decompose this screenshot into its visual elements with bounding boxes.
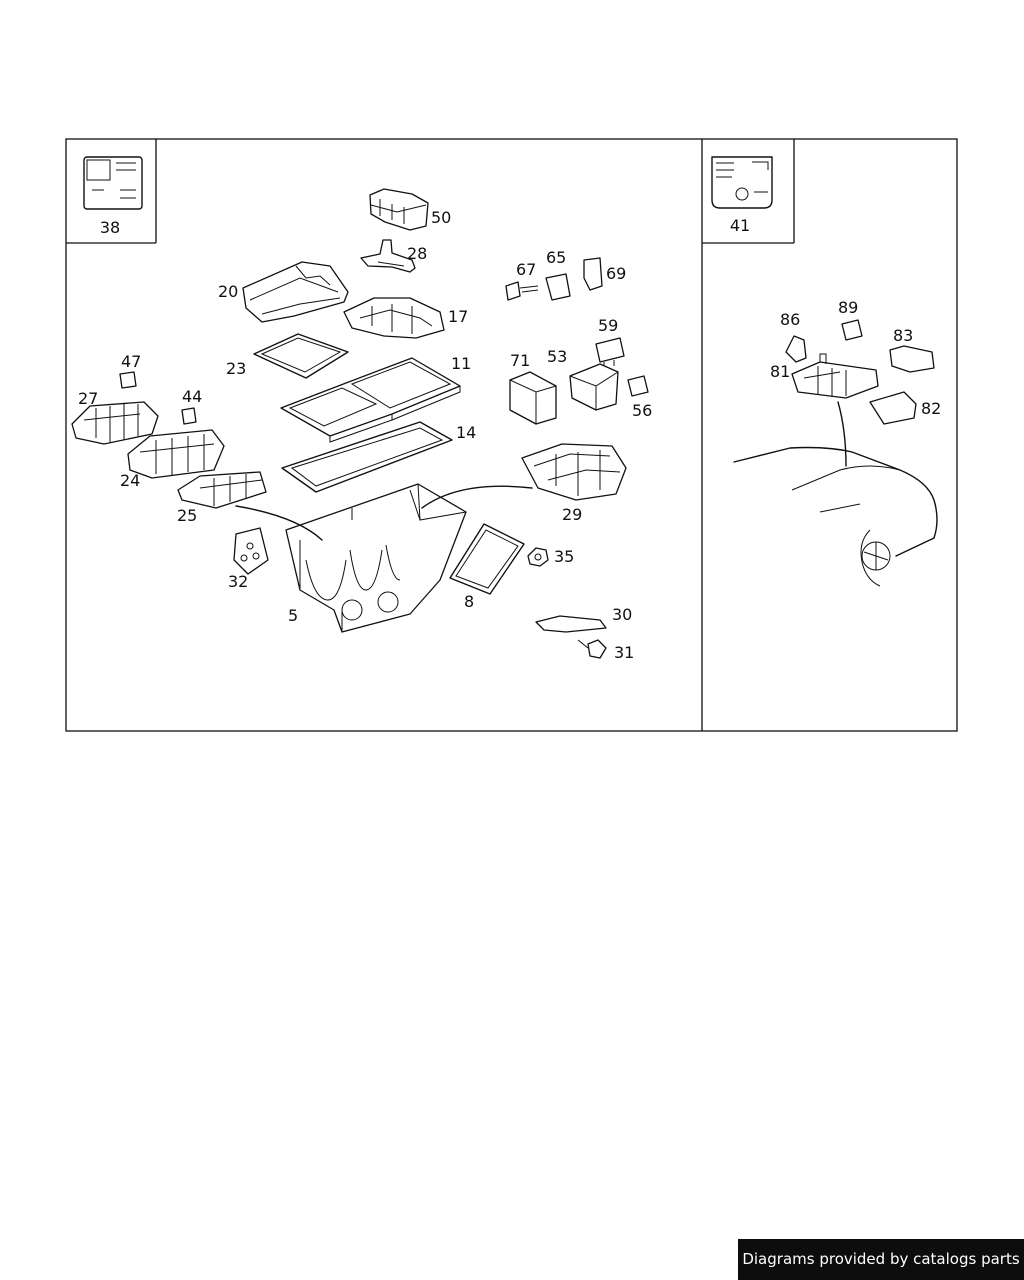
part-81	[791, 353, 879, 399]
part-14	[281, 421, 453, 493]
part-69	[583, 257, 603, 291]
callout-71: 71	[510, 351, 530, 370]
callout-44: 44	[182, 387, 202, 406]
callout-20: 20	[218, 282, 238, 301]
arrow-29-to-5	[421, 485, 533, 509]
callout-65: 65	[546, 248, 566, 267]
arrow-81-to-car	[837, 401, 847, 467]
callout-27: 27	[78, 389, 98, 408]
part-82	[869, 391, 917, 425]
callout-17: 17	[448, 307, 468, 326]
part-67	[505, 281, 539, 301]
callout-47: 47	[121, 352, 141, 371]
part-86	[785, 335, 807, 363]
callout-69: 69	[606, 264, 626, 283]
callout-38: 38	[100, 218, 120, 237]
part-71	[509, 371, 557, 425]
callout-67: 67	[516, 260, 536, 279]
part-65	[545, 273, 571, 301]
callout-83: 83	[893, 326, 913, 345]
callout-28: 28	[407, 244, 427, 263]
inset-41	[702, 139, 795, 244]
part-5	[285, 483, 467, 633]
part-20	[242, 261, 349, 323]
callout-50: 50	[431, 208, 451, 227]
callout-81: 81	[770, 362, 790, 381]
callout-5: 5	[288, 606, 298, 625]
callout-29: 29	[562, 505, 582, 524]
part-8	[449, 523, 525, 595]
callout-30: 30	[612, 605, 632, 624]
callout-59: 59	[598, 316, 618, 335]
part-25	[177, 471, 267, 509]
part-44	[181, 407, 197, 425]
part-27	[71, 401, 159, 445]
part-29	[521, 443, 627, 501]
callout-23: 23	[226, 359, 246, 378]
callout-56: 56	[632, 401, 652, 420]
callout-8: 8	[464, 592, 474, 611]
callout-25: 25	[177, 506, 197, 525]
part-35	[527, 547, 549, 567]
callout-82: 82	[921, 399, 941, 418]
callout-24: 24	[120, 471, 140, 490]
callout-41: 41	[730, 216, 750, 235]
callout-35: 35	[554, 547, 574, 566]
document-icon	[83, 156, 143, 210]
car-outline	[733, 446, 938, 587]
part-28	[360, 239, 416, 273]
arrow-25-to-5	[235, 505, 323, 541]
part-11	[280, 357, 461, 443]
part-32	[233, 527, 269, 575]
part-31	[577, 639, 607, 659]
label-icon	[711, 156, 773, 209]
callout-31: 31	[614, 643, 634, 662]
callout-11: 11	[451, 354, 471, 373]
footer-credit: Diagrams provided by catalogs parts	[738, 1239, 1024, 1280]
part-56	[627, 375, 649, 397]
part-53	[569, 363, 619, 411]
part-17	[343, 297, 445, 339]
part-50	[369, 188, 429, 231]
part-83	[889, 345, 935, 373]
callout-86: 86	[780, 310, 800, 329]
part-30	[535, 615, 607, 633]
part-89	[841, 319, 863, 341]
callout-14: 14	[456, 423, 476, 442]
part-47	[119, 371, 137, 389]
callout-53: 53	[547, 347, 567, 366]
part-24	[127, 429, 225, 479]
callout-32: 32	[228, 572, 248, 591]
part-23	[253, 333, 349, 379]
callout-89: 89	[838, 298, 858, 317]
inset-38	[66, 139, 157, 244]
diagram-frame	[65, 138, 958, 732]
